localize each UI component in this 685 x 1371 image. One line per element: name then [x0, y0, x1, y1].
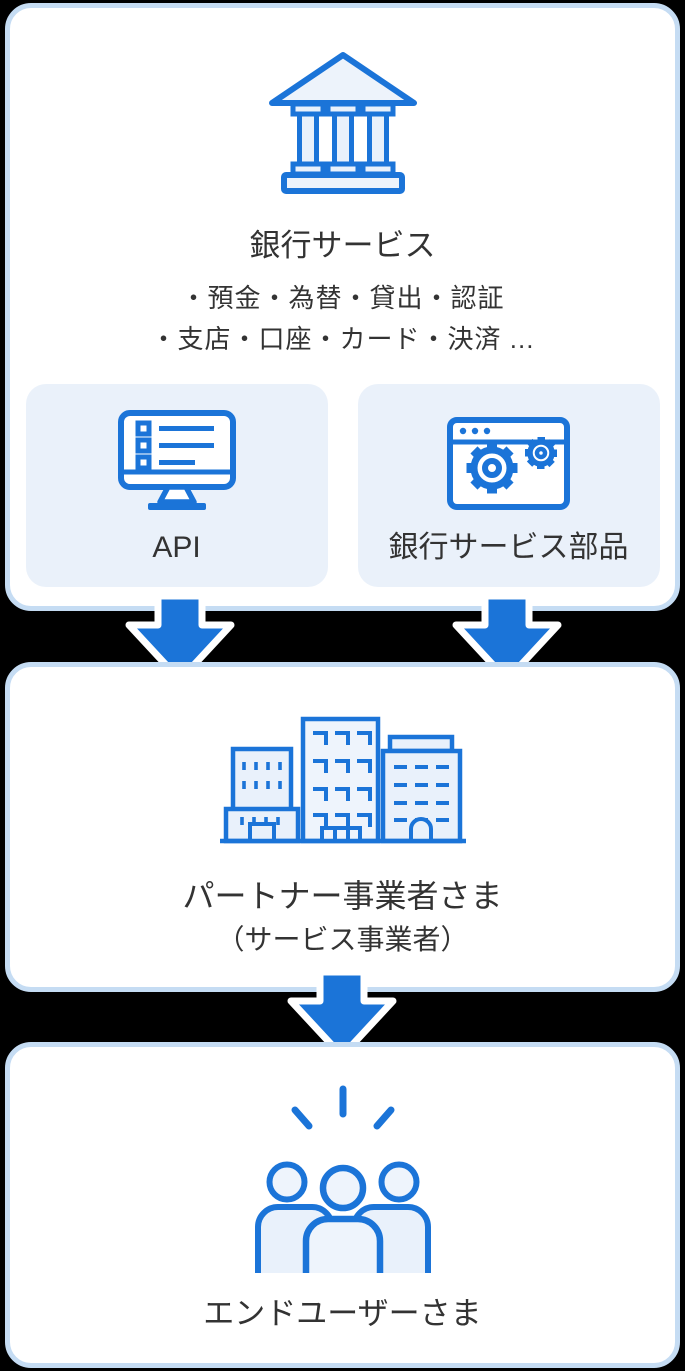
bank-icon	[268, 46, 418, 196]
api-label: API	[152, 530, 201, 564]
bank-service-line-1: ・預金・為替・貸出・認証	[180, 283, 505, 313]
browser-gears-icon	[446, 407, 571, 511]
down-arrow-icon	[287, 968, 397, 1063]
bank-subcards: API	[25, 384, 660, 587]
bank-service-list: ・預金・為替・貸出・認証 ・支店・口座・カード・決済 ...	[151, 278, 535, 360]
bank-title: 銀行サービス	[249, 228, 436, 263]
people-group-icon	[238, 1083, 448, 1273]
partner-card: パートナー事業者さま （サービス事業者）	[5, 662, 680, 992]
bank-services-card: 銀行サービス ・預金・為替・貸出・認証 ・支店・口座・カード・決済 ...	[5, 3, 680, 611]
bank-parts-subcard: 銀行サービス部品	[357, 384, 660, 587]
api-subcard: API	[25, 384, 328, 587]
monitor-checklist-icon	[117, 407, 237, 511]
partner-subtitle: （サービス事業者）	[216, 924, 469, 955]
end-user-title: エンドユーザーさま	[203, 1296, 482, 1331]
office-buildings-icon	[218, 709, 468, 849]
bank-service-line-2: ・支店・口座・カード・決済 ...	[150, 324, 535, 354]
bank-parts-label: 銀行サービス部品	[388, 530, 629, 564]
partner-title: パートナー事業者さま	[182, 878, 503, 914]
down-arrow-icon	[452, 592, 562, 687]
down-arrow-icon	[125, 592, 235, 687]
end-user-card: エンドユーザーさま	[5, 1042, 680, 1368]
